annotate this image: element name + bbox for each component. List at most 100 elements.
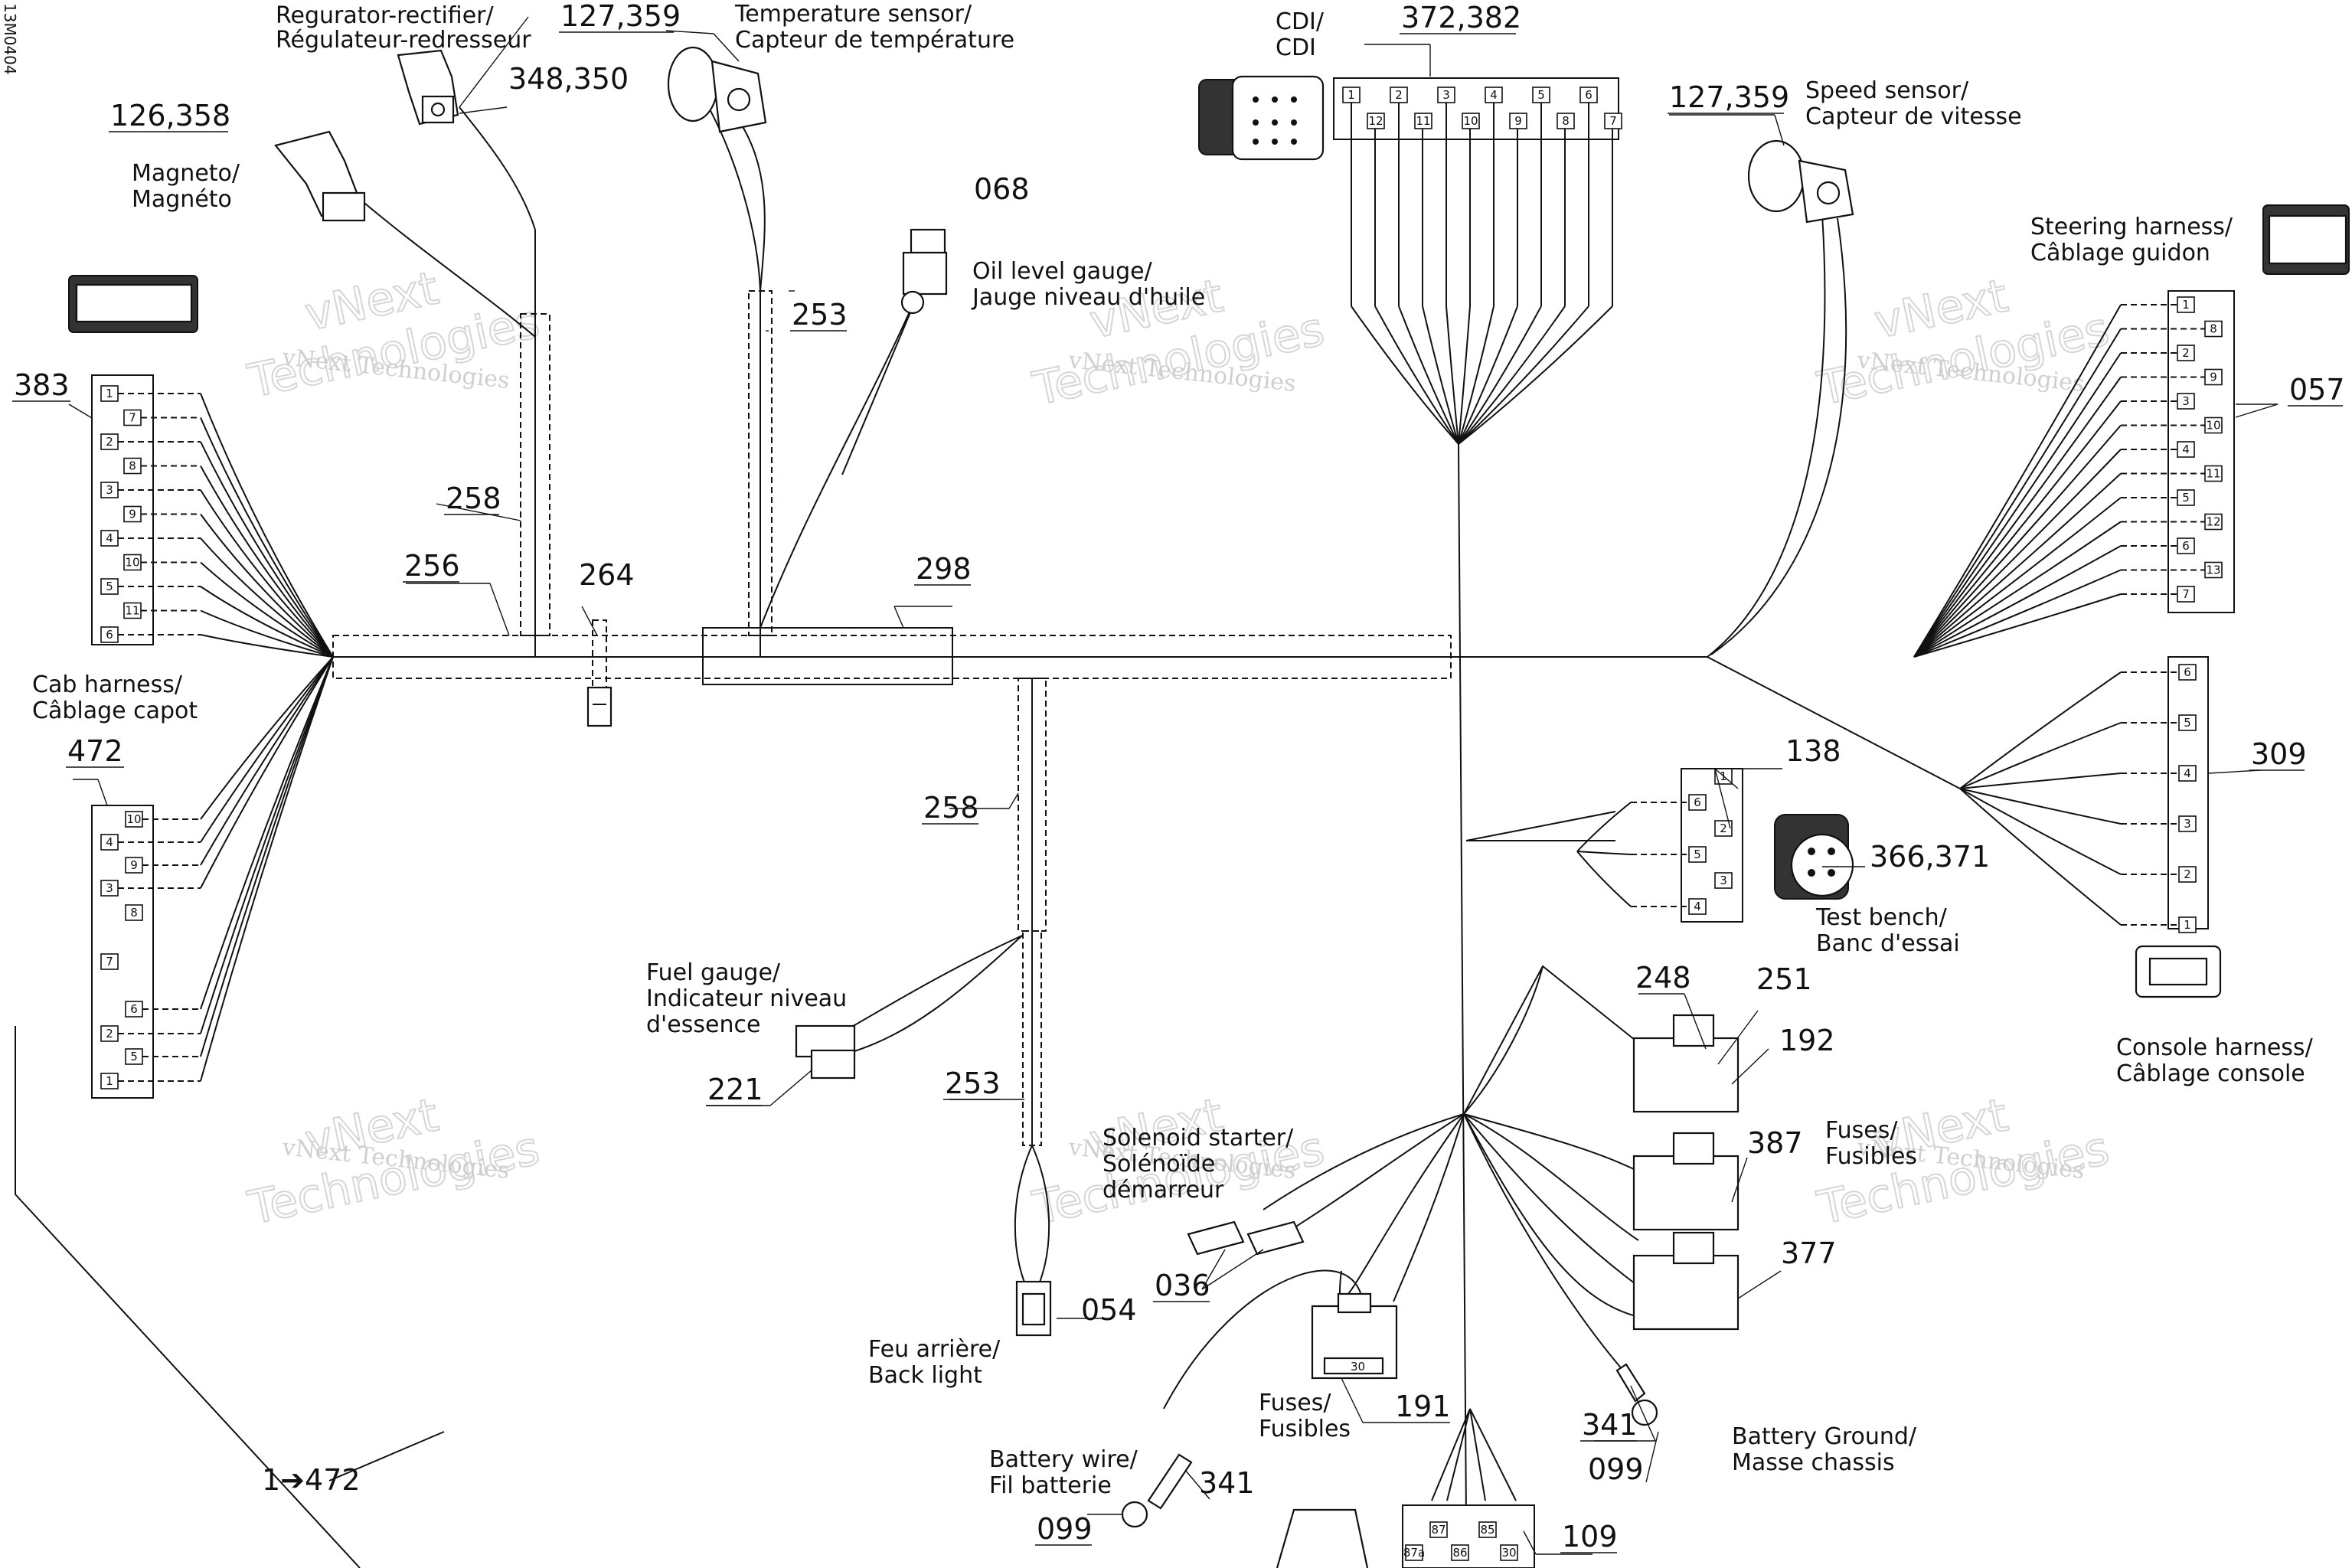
pin-relay-30: 30 — [1500, 1544, 1518, 1561]
label-solenoid-1: Solenoid starter/ — [1102, 1125, 1294, 1152]
svg-text:2: 2 — [1720, 822, 1727, 835]
ref-341-left: 341 — [1199, 1466, 1255, 1500]
svg-text:2: 2 — [2184, 867, 2191, 881]
pin-057-7: 7 — [2177, 586, 2195, 603]
svg-text:87: 87 — [1431, 1523, 1446, 1537]
pin-057-12: 12 — [2204, 513, 2223, 531]
reference-numbers: 127,359 348,350 126,358 068 372,382 127,… — [14, 0, 2345, 1553]
ref-258-top: 258 — [446, 482, 501, 515]
branch-253-top — [704, 99, 773, 657]
label-fuses-bottom-en: Fuses/ — [1259, 1390, 1331, 1416]
svg-text:11: 11 — [125, 604, 139, 618]
pin-472-8: 8 — [125, 904, 143, 921]
svg-text:4: 4 — [106, 531, 113, 545]
pin-cdi-10: 10 — [1462, 113, 1480, 129]
label-speed-en: Speed sensor/ — [1805, 77, 1969, 104]
svg-text:1: 1 — [106, 387, 113, 400]
ref-127-359-top: 127,359 — [560, 0, 681, 33]
fuse-holder-377 — [1632, 1231, 1740, 1331]
svg-text:6: 6 — [1585, 88, 1592, 102]
pin-472-9: 9 — [125, 857, 143, 874]
ref-258-mid: 258 — [923, 791, 979, 825]
svg-text:2: 2 — [106, 435, 113, 449]
svg-text:10: 10 — [2206, 419, 2220, 433]
pin-472-7: 7 — [100, 953, 119, 970]
label-cab-en: Cab harness/ — [32, 671, 183, 698]
pin-309-6: 6 — [2178, 664, 2197, 681]
ref-298: 298 — [916, 552, 972, 586]
ref-099-left: 099 — [1037, 1512, 1093, 1546]
label-regulator-en: Regurator-rectifier/ — [276, 2, 494, 29]
cdi-module — [1198, 75, 1325, 161]
pin-383-8: 8 — [123, 457, 142, 475]
cdi-wires — [1351, 103, 1613, 445]
ref-377: 377 — [1781, 1236, 1837, 1270]
ref-472: 472 — [67, 734, 123, 768]
svg-text:10: 10 — [125, 556, 139, 570]
pin-cdi-11: 11 — [1414, 113, 1432, 129]
pin-383-3: 3 — [100, 482, 119, 498]
pin-138-3: 3 — [1714, 872, 1733, 889]
svg-text:2: 2 — [1395, 88, 1403, 102]
label-magneto-en: Magneto/ — [132, 160, 240, 187]
pin-cdi-6: 6 — [1579, 87, 1598, 103]
main-vertical-wire — [1458, 443, 1467, 1520]
ref-256: 256 — [404, 549, 460, 583]
svg-text:7: 7 — [1609, 114, 1617, 128]
speed-sensor-wire — [1707, 214, 1826, 658]
svg-text:5: 5 — [2182, 491, 2190, 505]
solenoid-terminals — [1187, 1220, 1305, 1256]
label-fuel-gauge-3: d'essence — [646, 1011, 760, 1038]
ref-264: 264 — [579, 558, 635, 592]
svg-text:5: 5 — [106, 580, 113, 593]
label-back-light-1: Feu arrière/ — [868, 1336, 1001, 1363]
pin-472-6: 6 — [125, 1001, 143, 1018]
ref-036: 036 — [1155, 1269, 1210, 1302]
svg-text:8: 8 — [129, 459, 136, 473]
pin-383-4: 4 — [100, 530, 119, 547]
pin-138-4: 4 — [1688, 898, 1707, 915]
battery-ground-terminal — [1615, 1363, 1658, 1426]
pin-383-11: 11 — [123, 602, 142, 619]
ref-348-350: 348,350 — [508, 62, 629, 96]
fuse-holder-387 — [1632, 1132, 1740, 1231]
console-harness-connector — [2135, 945, 2222, 998]
pin-cdi-5: 5 — [1532, 87, 1550, 103]
ref-221: 221 — [707, 1073, 763, 1106]
label-fuses-right-fr: Fusibles — [1825, 1143, 1917, 1170]
label-steering-fr: Câblage guidon — [2030, 240, 2210, 266]
pin-cdi-7: 7 — [1604, 113, 1622, 129]
pin-057-3: 3 — [2177, 393, 2195, 410]
frame-lines — [15, 1026, 445, 1568]
pin-057-9: 9 — [2204, 368, 2223, 386]
pin-cdi-1: 1 — [1342, 87, 1361, 103]
svg-text:5: 5 — [1694, 848, 1701, 861]
svg-text:13: 13 — [2206, 564, 2220, 577]
label-temperature-en: Temperature sensor/ — [734, 1, 972, 28]
ref-341-right: 341 — [1582, 1408, 1638, 1442]
svg-text:1: 1 — [106, 1074, 113, 1088]
pin-138-5: 5 — [1688, 846, 1707, 863]
oil-gauge-connector — [900, 228, 948, 315]
svg-text:7: 7 — [106, 955, 113, 969]
pin-309-2: 2 — [2178, 866, 2197, 883]
ref-138: 138 — [1785, 734, 1841, 768]
label-back-light-2: Back light — [868, 1362, 982, 1389]
steering-harness-connector — [2262, 204, 2350, 275]
svg-text:6: 6 — [1694, 795, 1701, 809]
svg-text:3: 3 — [106, 483, 113, 497]
fuse-holder-192 — [1632, 1014, 1740, 1113]
svg-text:4: 4 — [106, 835, 113, 849]
label-test-bench-en: Test bench/ — [1815, 904, 1948, 931]
pin-383-5: 5 — [100, 578, 119, 595]
ref-309: 309 — [2251, 737, 2307, 771]
pin-057-10: 10 — [2204, 416, 2223, 434]
label-regulator-fr: Régulateur-redresseur — [276, 27, 531, 54]
ref-057: 057 — [2289, 373, 2345, 407]
label-cdi-2: CDI — [1276, 34, 1316, 61]
svg-text:9: 9 — [1514, 114, 1522, 128]
svg-text:10: 10 — [126, 812, 141, 826]
